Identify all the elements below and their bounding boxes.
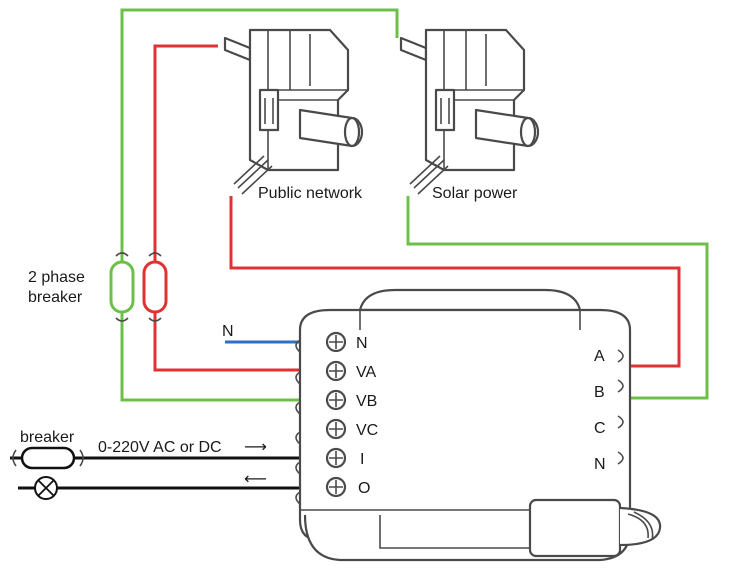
terminal-screw-icon: [325, 476, 347, 498]
terminal-label-o: O: [358, 480, 370, 497]
power-breaker: [12, 446, 84, 470]
neutral-label: N: [222, 323, 234, 340]
current-transformer-clamp-icon: [399, 28, 540, 195]
breaker-icon: [20, 446, 76, 470]
breaker-label: breaker: [20, 429, 75, 446]
red-wire-sensor-a: [229, 196, 681, 368]
breaker-2phase-label-line1: 2 phase: [28, 269, 85, 286]
two-phase-breaker: [109, 252, 168, 322]
lamp-icon: [34, 476, 58, 500]
terminal-label-c: C: [594, 420, 606, 437]
terminal-screw-icon: [325, 418, 347, 440]
terminal-label-vc: VC: [356, 422, 378, 439]
terminal-label-i: I: [360, 451, 364, 468]
breaker-icon: [142, 260, 168, 314]
terminal-label-va: VA: [356, 364, 376, 381]
terminal-label-a: A: [594, 348, 605, 365]
terminal-screw-icon: [325, 389, 347, 411]
solar-power-label: Solar power: [432, 185, 518, 202]
red-wire-top: [153, 44, 218, 262]
green-wire-sensor-b: [406, 196, 709, 400]
wires: [10, 8, 709, 490]
current-transformer-clamp-icon: [223, 28, 364, 195]
arrow-right: ⟶: [244, 439, 267, 456]
green-wire-top: [120, 8, 399, 262]
breaker-icon: [109, 260, 135, 314]
terminal-screw-icon: [325, 331, 347, 353]
terminal-label-vb: VB: [356, 393, 377, 410]
public-network-label: Public network: [258, 185, 363, 202]
left-terminal-screws: [325, 331, 347, 498]
terminal-screw-icon: [325, 447, 347, 469]
arrow-left: ⟵: [244, 471, 267, 488]
energy-meter-module: [295, 288, 662, 562]
red-wire-bottom: [153, 312, 300, 372]
terminal-label-b: B: [594, 384, 605, 401]
terminal-screw-icon: [325, 360, 347, 382]
terminal-label-n: N: [356, 335, 368, 352]
breaker-2phase-label-line2: breaker: [28, 289, 83, 306]
voltage-label: 0-220V AC or DC: [98, 439, 222, 456]
green-wire-bottom: [120, 312, 300, 402]
terminal-label-n-right: N: [594, 456, 606, 473]
